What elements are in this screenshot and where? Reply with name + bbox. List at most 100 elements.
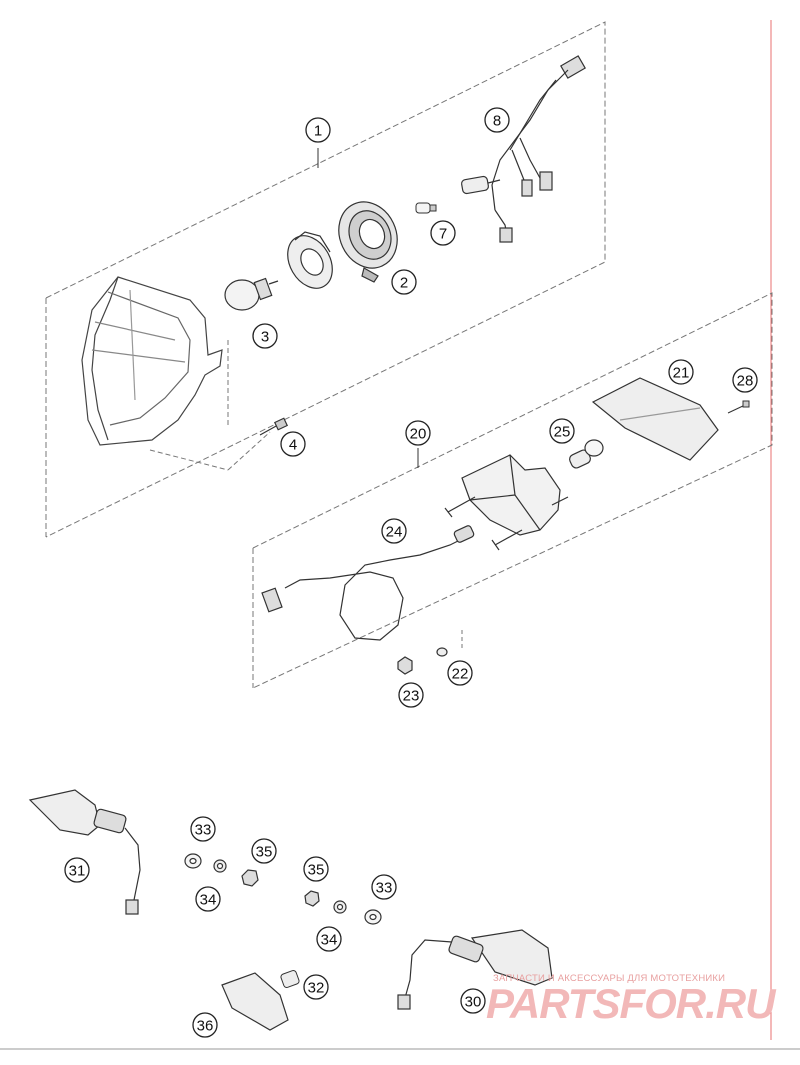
callout-label: 7 xyxy=(439,226,447,243)
taillight-group-frame xyxy=(252,292,773,689)
taillight-nut xyxy=(397,656,413,675)
callout-circle xyxy=(64,857,90,883)
callout-circle xyxy=(549,418,575,444)
taillight-washer xyxy=(436,647,448,657)
callout-c28: 28 xyxy=(732,367,758,393)
callout-c21: 21 xyxy=(668,359,694,385)
callout-circle xyxy=(371,874,397,900)
callout-label: 4 xyxy=(289,437,297,454)
headlight-bracket-dash xyxy=(149,340,271,471)
callout-label: 25 xyxy=(554,424,571,441)
callout-circle xyxy=(305,117,331,143)
callout-label: 3 xyxy=(261,329,269,346)
callout-c25: 25 xyxy=(549,418,575,444)
callout-c7: 7 xyxy=(430,220,456,246)
callout-circle xyxy=(398,682,424,708)
callout-circle xyxy=(195,886,221,912)
taillight-bolts xyxy=(444,496,569,551)
nut-left xyxy=(241,869,259,887)
callout-circle xyxy=(303,856,329,882)
callout-label: 23 xyxy=(403,688,420,705)
callout-c4: 4 xyxy=(280,431,306,457)
headlight-mask xyxy=(81,276,223,446)
lens-screw xyxy=(727,400,750,414)
callout-circle xyxy=(668,359,694,385)
callout-c3: 3 xyxy=(252,323,278,349)
callout-circle xyxy=(405,420,431,446)
callout-circle xyxy=(447,660,473,686)
callout-label: 34 xyxy=(200,892,217,909)
callout-label: 8 xyxy=(493,113,501,130)
headlight-group-frame xyxy=(45,21,606,538)
callout-c30: 30 xyxy=(460,988,486,1014)
callout-c35a: 35 xyxy=(251,838,277,864)
callout-circle xyxy=(303,974,329,1000)
callout-c33b: 33 xyxy=(371,874,397,900)
callout-circle xyxy=(460,988,486,1014)
callout-c22: 22 xyxy=(447,660,473,686)
callout-label: 32 xyxy=(308,980,325,997)
watermark-brand: PARTSFOR.RU xyxy=(486,980,775,1027)
indicator-front-left xyxy=(28,789,141,915)
lock-washer-left xyxy=(213,859,227,873)
parking-light-bulb xyxy=(415,202,437,214)
callout-label: 33 xyxy=(195,822,212,839)
callout-c34a: 34 xyxy=(195,886,221,912)
callout-c2: 2 xyxy=(391,269,417,295)
callout-label: 22 xyxy=(452,666,469,683)
callout-label: 35 xyxy=(256,844,273,861)
callout-label: 28 xyxy=(737,373,754,390)
callout-label: 31 xyxy=(69,863,86,880)
watermark-tagline: ЗАПЧАСТИ И АКСЕССУАРЫ ДЛЯ МОТОТЕХНИКИ xyxy=(493,973,726,984)
callout-c34b: 34 xyxy=(316,926,342,952)
rubber-dust-cap xyxy=(338,201,398,283)
headlight-screw xyxy=(259,417,289,436)
callout-circle xyxy=(316,926,342,952)
taillight-housing xyxy=(461,454,561,536)
taillight-bulb xyxy=(569,439,604,469)
callout-label: 2 xyxy=(400,275,408,292)
callout-label: 21 xyxy=(673,365,690,382)
lock-washer-right xyxy=(333,900,347,914)
headlight-wiring-harness xyxy=(461,55,586,243)
callout-circle xyxy=(280,431,306,457)
callout-c35b: 35 xyxy=(303,856,329,882)
callout-circle xyxy=(381,518,407,544)
callout-circle xyxy=(190,816,216,842)
callout-c33a: 33 xyxy=(190,816,216,842)
callout-c23: 23 xyxy=(398,682,424,708)
callout-circle xyxy=(251,838,277,864)
callout-label: 20 xyxy=(410,426,427,443)
callout-circle xyxy=(391,269,417,295)
headlight-bulb xyxy=(224,277,279,311)
callout-c8: 8 xyxy=(484,107,510,133)
indicator-bulb xyxy=(280,970,300,988)
callout-circle xyxy=(732,367,758,393)
callout-label: 35 xyxy=(308,862,325,879)
callout-c24: 24 xyxy=(381,518,407,544)
callout-circle xyxy=(430,220,456,246)
callout-label: 24 xyxy=(386,524,403,541)
taillight-cable xyxy=(261,525,475,641)
bulb-holder-ring xyxy=(287,231,333,289)
callout-label: 1 xyxy=(314,123,322,140)
callout-circle xyxy=(252,323,278,349)
callout-c36: 36 xyxy=(192,1012,218,1038)
callout-label: 34 xyxy=(321,932,338,949)
callout-c31: 31 xyxy=(64,857,90,883)
callout-c32: 32 xyxy=(303,974,329,1000)
washer-large-right xyxy=(364,909,382,925)
callout-label: 36 xyxy=(197,1018,214,1035)
washer-large-left xyxy=(184,853,202,869)
indicator-lens xyxy=(221,972,289,1031)
callout-c1: 1 xyxy=(305,117,331,143)
nut-right xyxy=(304,890,320,907)
callout-label: 30 xyxy=(465,994,482,1011)
indicator-rear-right xyxy=(397,929,553,1010)
callout-c20: 20 xyxy=(405,420,431,446)
callout-circle xyxy=(192,1012,218,1038)
taillight-lens xyxy=(591,377,719,461)
callout-label: 33 xyxy=(376,880,393,897)
